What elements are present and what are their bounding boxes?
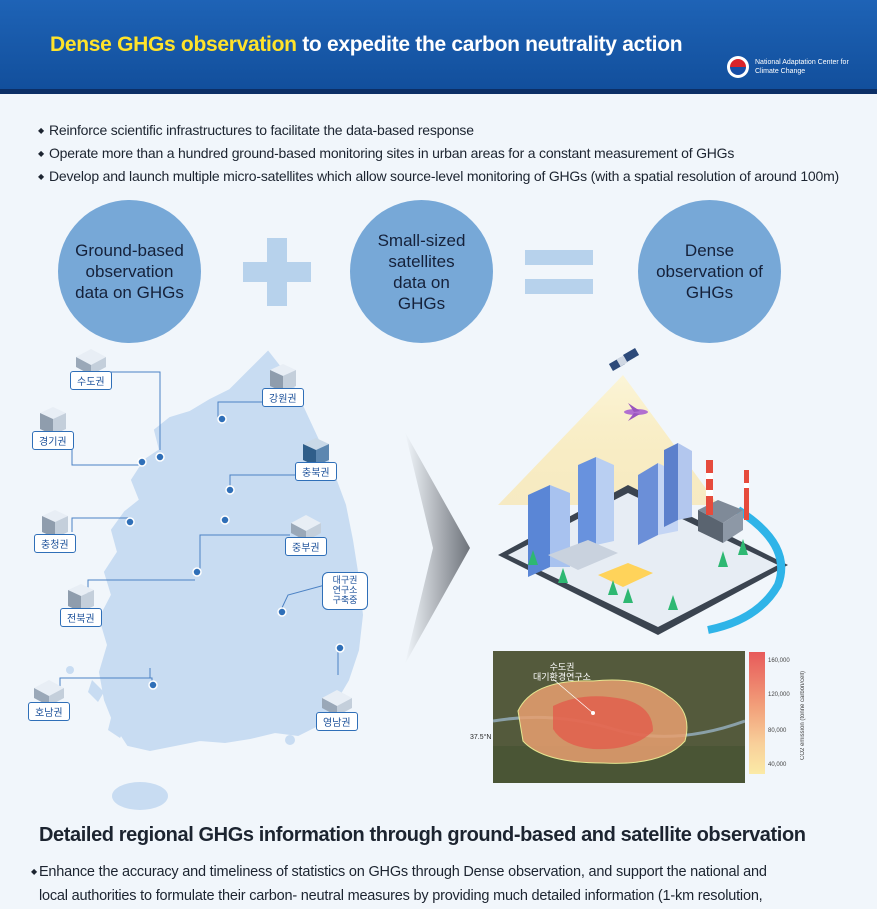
- monitoring-site: [125, 517, 135, 527]
- ground-data-circle: Ground-based observation data on GHGs: [58, 200, 201, 343]
- smart-city-illustration: [498, 348, 788, 635]
- intro-bullet: ◆Operate more than a hundred ground-base…: [38, 145, 735, 161]
- region-chungcheong: 충청권: [34, 508, 76, 553]
- region-gyeonggi: 경기권: [32, 405, 74, 450]
- intro-bullet: ◆Reinforce scientific infrastructures to…: [38, 122, 474, 138]
- building-icon: [302, 438, 329, 466]
- building-icon: [67, 584, 94, 612]
- section-detail: ◆Enhance the accuracy and timeliness of …: [31, 860, 861, 908]
- region-honam: 호남권: [28, 676, 70, 721]
- region-chungbuk: 충북권: [295, 436, 337, 481]
- monitoring-site: [137, 457, 147, 467]
- colorbar-unit: CO2 emission (tonne carbon/cell): [800, 670, 806, 760]
- monitoring-site: [335, 643, 345, 653]
- monitoring-site: [220, 515, 230, 525]
- detail-line: Enhance the accuracy and timeliness of s…: [38, 864, 767, 880]
- monitoring-site: [217, 414, 227, 424]
- header-banner: Dense GHGs observation to expedite the c…: [0, 0, 877, 94]
- region-yeongnam: 영남권: [316, 686, 358, 731]
- latitude-label: 37.5°N: [470, 734, 492, 741]
- satellite-icon: [608, 348, 640, 371]
- monitoring-site: [192, 567, 202, 577]
- building-icon: [33, 680, 64, 706]
- colorbar: [749, 652, 765, 774]
- region-gangwon: 강원권: [262, 362, 304, 407]
- construction-box: 대구권 연구소 구축중: [322, 572, 368, 610]
- region-sudo: 수도권: [70, 345, 112, 390]
- title-rest: to expedite the carbon neutrality action: [296, 33, 683, 56]
- building-icon: [39, 407, 66, 435]
- intro-bullet: ◆Develop and launch multiple micro-satel…: [38, 168, 840, 184]
- section-title: Detailed regional GHGs information throu…: [39, 824, 806, 846]
- building-icon: [75, 349, 106, 375]
- building-icon: [41, 510, 68, 538]
- arrow-right-icon: [405, 432, 470, 664]
- airplane-icon: [624, 403, 648, 421]
- satellite-data-circle: Small-sized satellites data on GHGs: [350, 200, 493, 343]
- region-jungbu: 중부권: [285, 511, 327, 556]
- intro-bullet-list: ◆Reinforce scientific infrastructures to…: [38, 119, 839, 188]
- title-highlight: Dense GHGs observation: [50, 33, 297, 56]
- building-icon: [321, 690, 352, 716]
- taegeuk-logo-icon: [727, 56, 749, 78]
- monitoring-site: [277, 607, 287, 617]
- detail-line: local authorities to formulate their car…: [39, 888, 763, 904]
- agency-logo: National Adaptation Center for Climate C…: [727, 55, 862, 81]
- monitoring-site: [225, 485, 235, 495]
- co2-heatmap: 수도권 대기환경연구소: [493, 651, 745, 783]
- dense-observation-circle: Dense observation of GHGs: [638, 200, 781, 343]
- page-title: Dense GHGs observation to expedite the c…: [50, 33, 683, 57]
- heatmap-site-label: 수도권 대기환경연구소: [533, 663, 591, 683]
- monitoring-site: [148, 680, 158, 690]
- region-jeonbuk: 전북권: [60, 582, 102, 627]
- monitoring-site: [155, 452, 165, 462]
- building-icon: [290, 515, 321, 541]
- building-icon: [269, 364, 296, 392]
- agency-name: National Adaptation Center for Climate C…: [755, 59, 849, 75]
